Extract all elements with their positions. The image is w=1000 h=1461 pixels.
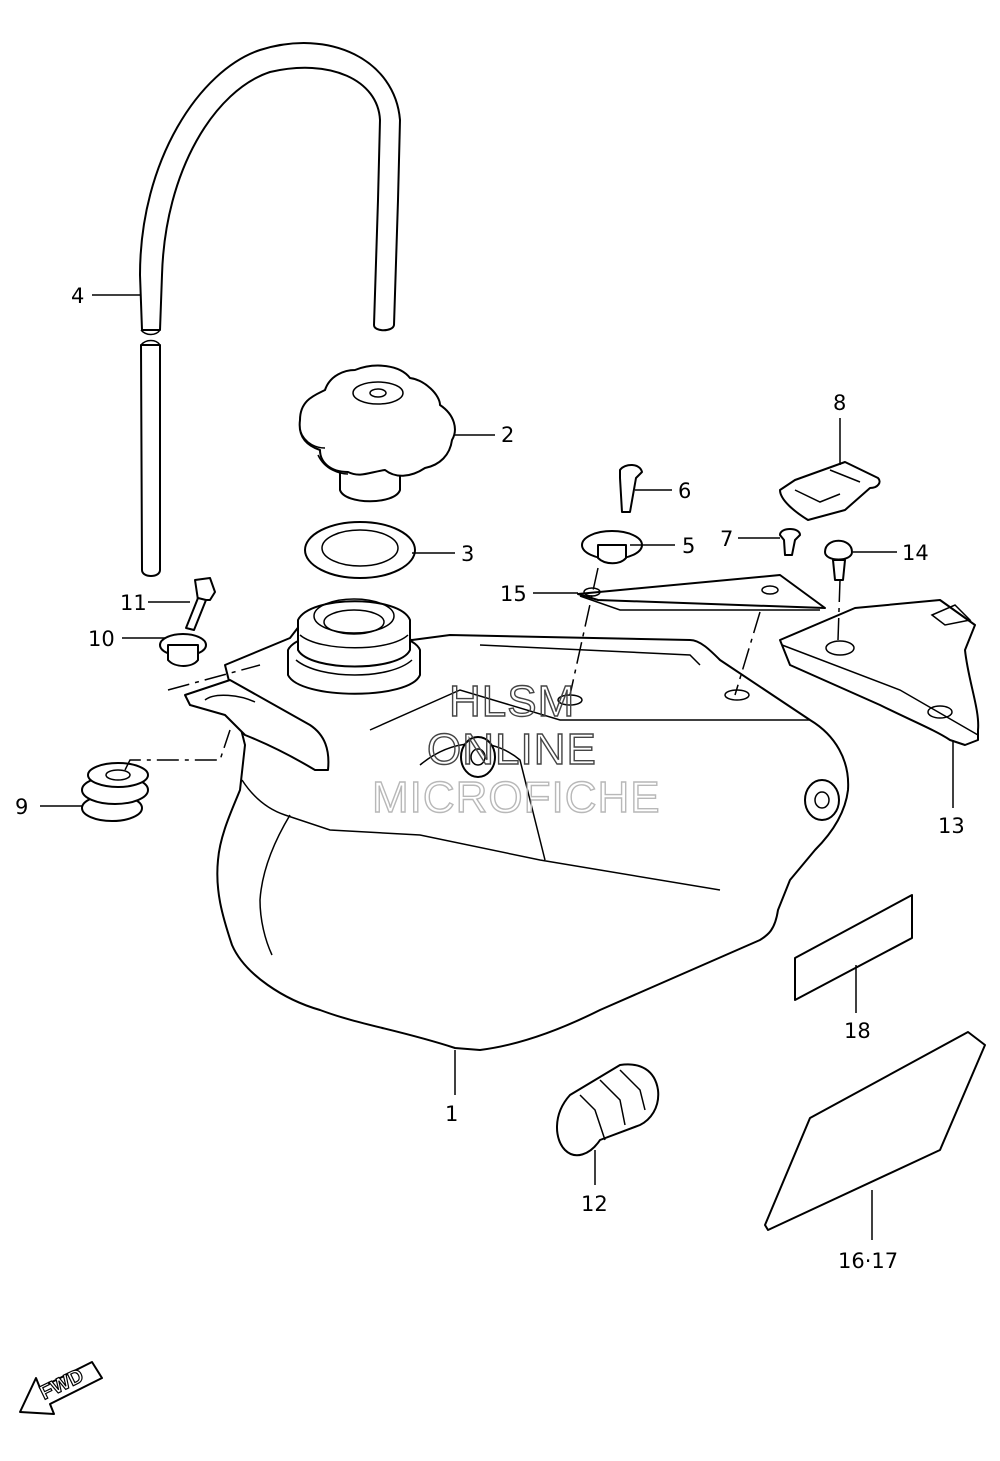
rear-bracket-13: [779, 599, 980, 746]
callout-1: 1: [445, 1102, 458, 1126]
cap-gasket: [304, 521, 416, 579]
fuel-cap: [298, 364, 456, 503]
callout-11: 11: [120, 591, 147, 615]
callout-15: 15: [500, 582, 527, 606]
forward-direction-badge: FWD: [19, 1361, 103, 1415]
callout-14: 14: [902, 541, 929, 565]
leader-lines: [40, 294, 954, 1240]
callout-3: 3: [461, 542, 474, 566]
cushion-12: [556, 1063, 660, 1157]
callout-9: 9: [15, 795, 28, 819]
callout-labels: 1 2 3 4 5 6 7 8 9 10 11 12 13 14 15 16·1…: [15, 284, 965, 1273]
callout-13: 13: [938, 814, 965, 838]
callout-7: 7: [720, 527, 733, 551]
clip-8: [779, 461, 881, 521]
callout-16-17: 16·17: [838, 1249, 898, 1273]
watermark-line-3: MICROFICHE: [372, 773, 661, 822]
collar-10: [159, 633, 207, 667]
callout-8: 8: [833, 391, 846, 415]
callout-18: 18: [844, 1019, 871, 1043]
watermark-line-2: ONLINE: [427, 725, 597, 774]
collar-5: [581, 530, 643, 565]
callout-2: 2: [501, 423, 514, 447]
callout-10: 10: [88, 627, 115, 651]
grommet-9: [81, 762, 149, 822]
callout-6: 6: [678, 479, 691, 503]
forward-arrow-icon: [19, 1361, 103, 1415]
callout-4: 4: [71, 284, 84, 308]
fuel-tank: [184, 598, 850, 1051]
label-18: [794, 894, 913, 1001]
plate-15: [577, 574, 826, 611]
callout-12: 12: [581, 1192, 608, 1216]
watermark: HLSM ONLINE MICROFICHE: [371, 676, 661, 822]
bolt-11: [185, 577, 216, 631]
screw-7: [779, 528, 801, 556]
assembly-lines: [124, 567, 841, 771]
label-16-17: [764, 1031, 986, 1231]
screw-14: [824, 539, 853, 581]
breather-hose: [139, 42, 401, 577]
callout-5: 5: [682, 534, 695, 558]
screw-6: [619, 464, 643, 513]
watermark-line-1: HLSM: [449, 677, 575, 726]
